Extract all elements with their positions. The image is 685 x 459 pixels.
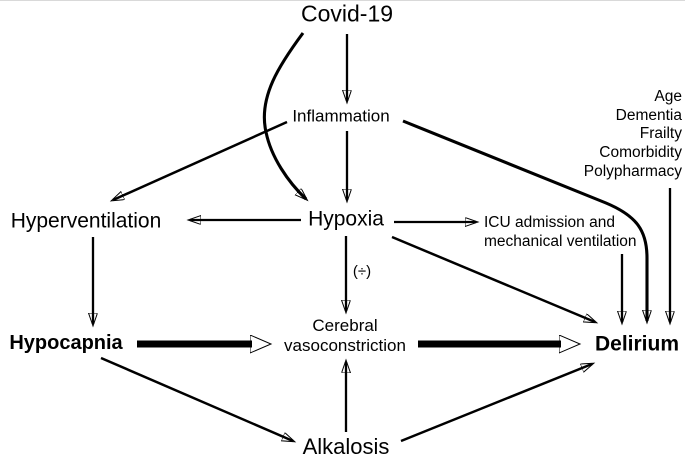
arrow-hypocapnia-to-alkalosis [100, 356, 293, 441]
cerebral-line-1: Cerebral [312, 316, 378, 335]
icu-line-1: ICU admission and [484, 214, 615, 231]
arrow-inflammation-to-delirium [402, 119, 647, 321]
icu-line-2: mechanical ventilation [484, 232, 637, 250]
node-cerebral-vasoconstriction: Cerebral vasoconstriction [284, 316, 406, 356]
risk-factor-comorbidity: Comorbidity [599, 144, 682, 162]
cerebral-line-2: vasoconstriction [284, 336, 406, 355]
node-hypocapnia: Hypocapnia [9, 332, 123, 354]
risk-factor-polypharmacy: Polypharmacy [583, 162, 682, 180]
risk-factor-age: Age [654, 88, 682, 105]
arrow-alkalosis-to-delirium [400, 364, 592, 443]
node-hypoxia: Hypoxia [308, 207, 384, 231]
risk-factor-frailty: Frailty [639, 125, 682, 143]
arrow-inflammation-to-hyperventilation [113, 120, 288, 200]
node-inflammation: Inflammation [292, 106, 390, 126]
node-icu: ICU admission and mechanical ventilation [484, 214, 637, 251]
risk-factor-dementia: Dementia [615, 106, 682, 124]
divide-sign-label: (÷) [352, 262, 372, 280]
node-hyperventilation: Hyperventilation [10, 209, 162, 233]
node-alkalosis: Alkalosis [302, 433, 390, 459]
arrow-hypoxia-to-delirium [391, 235, 595, 322]
node-covid: Covid-19 [300, 0, 394, 27]
risk-factors-list: Age Dementia Frailty Comorbidity Polypha… [584, 88, 682, 182]
node-delirium: Delirium [594, 332, 680, 356]
